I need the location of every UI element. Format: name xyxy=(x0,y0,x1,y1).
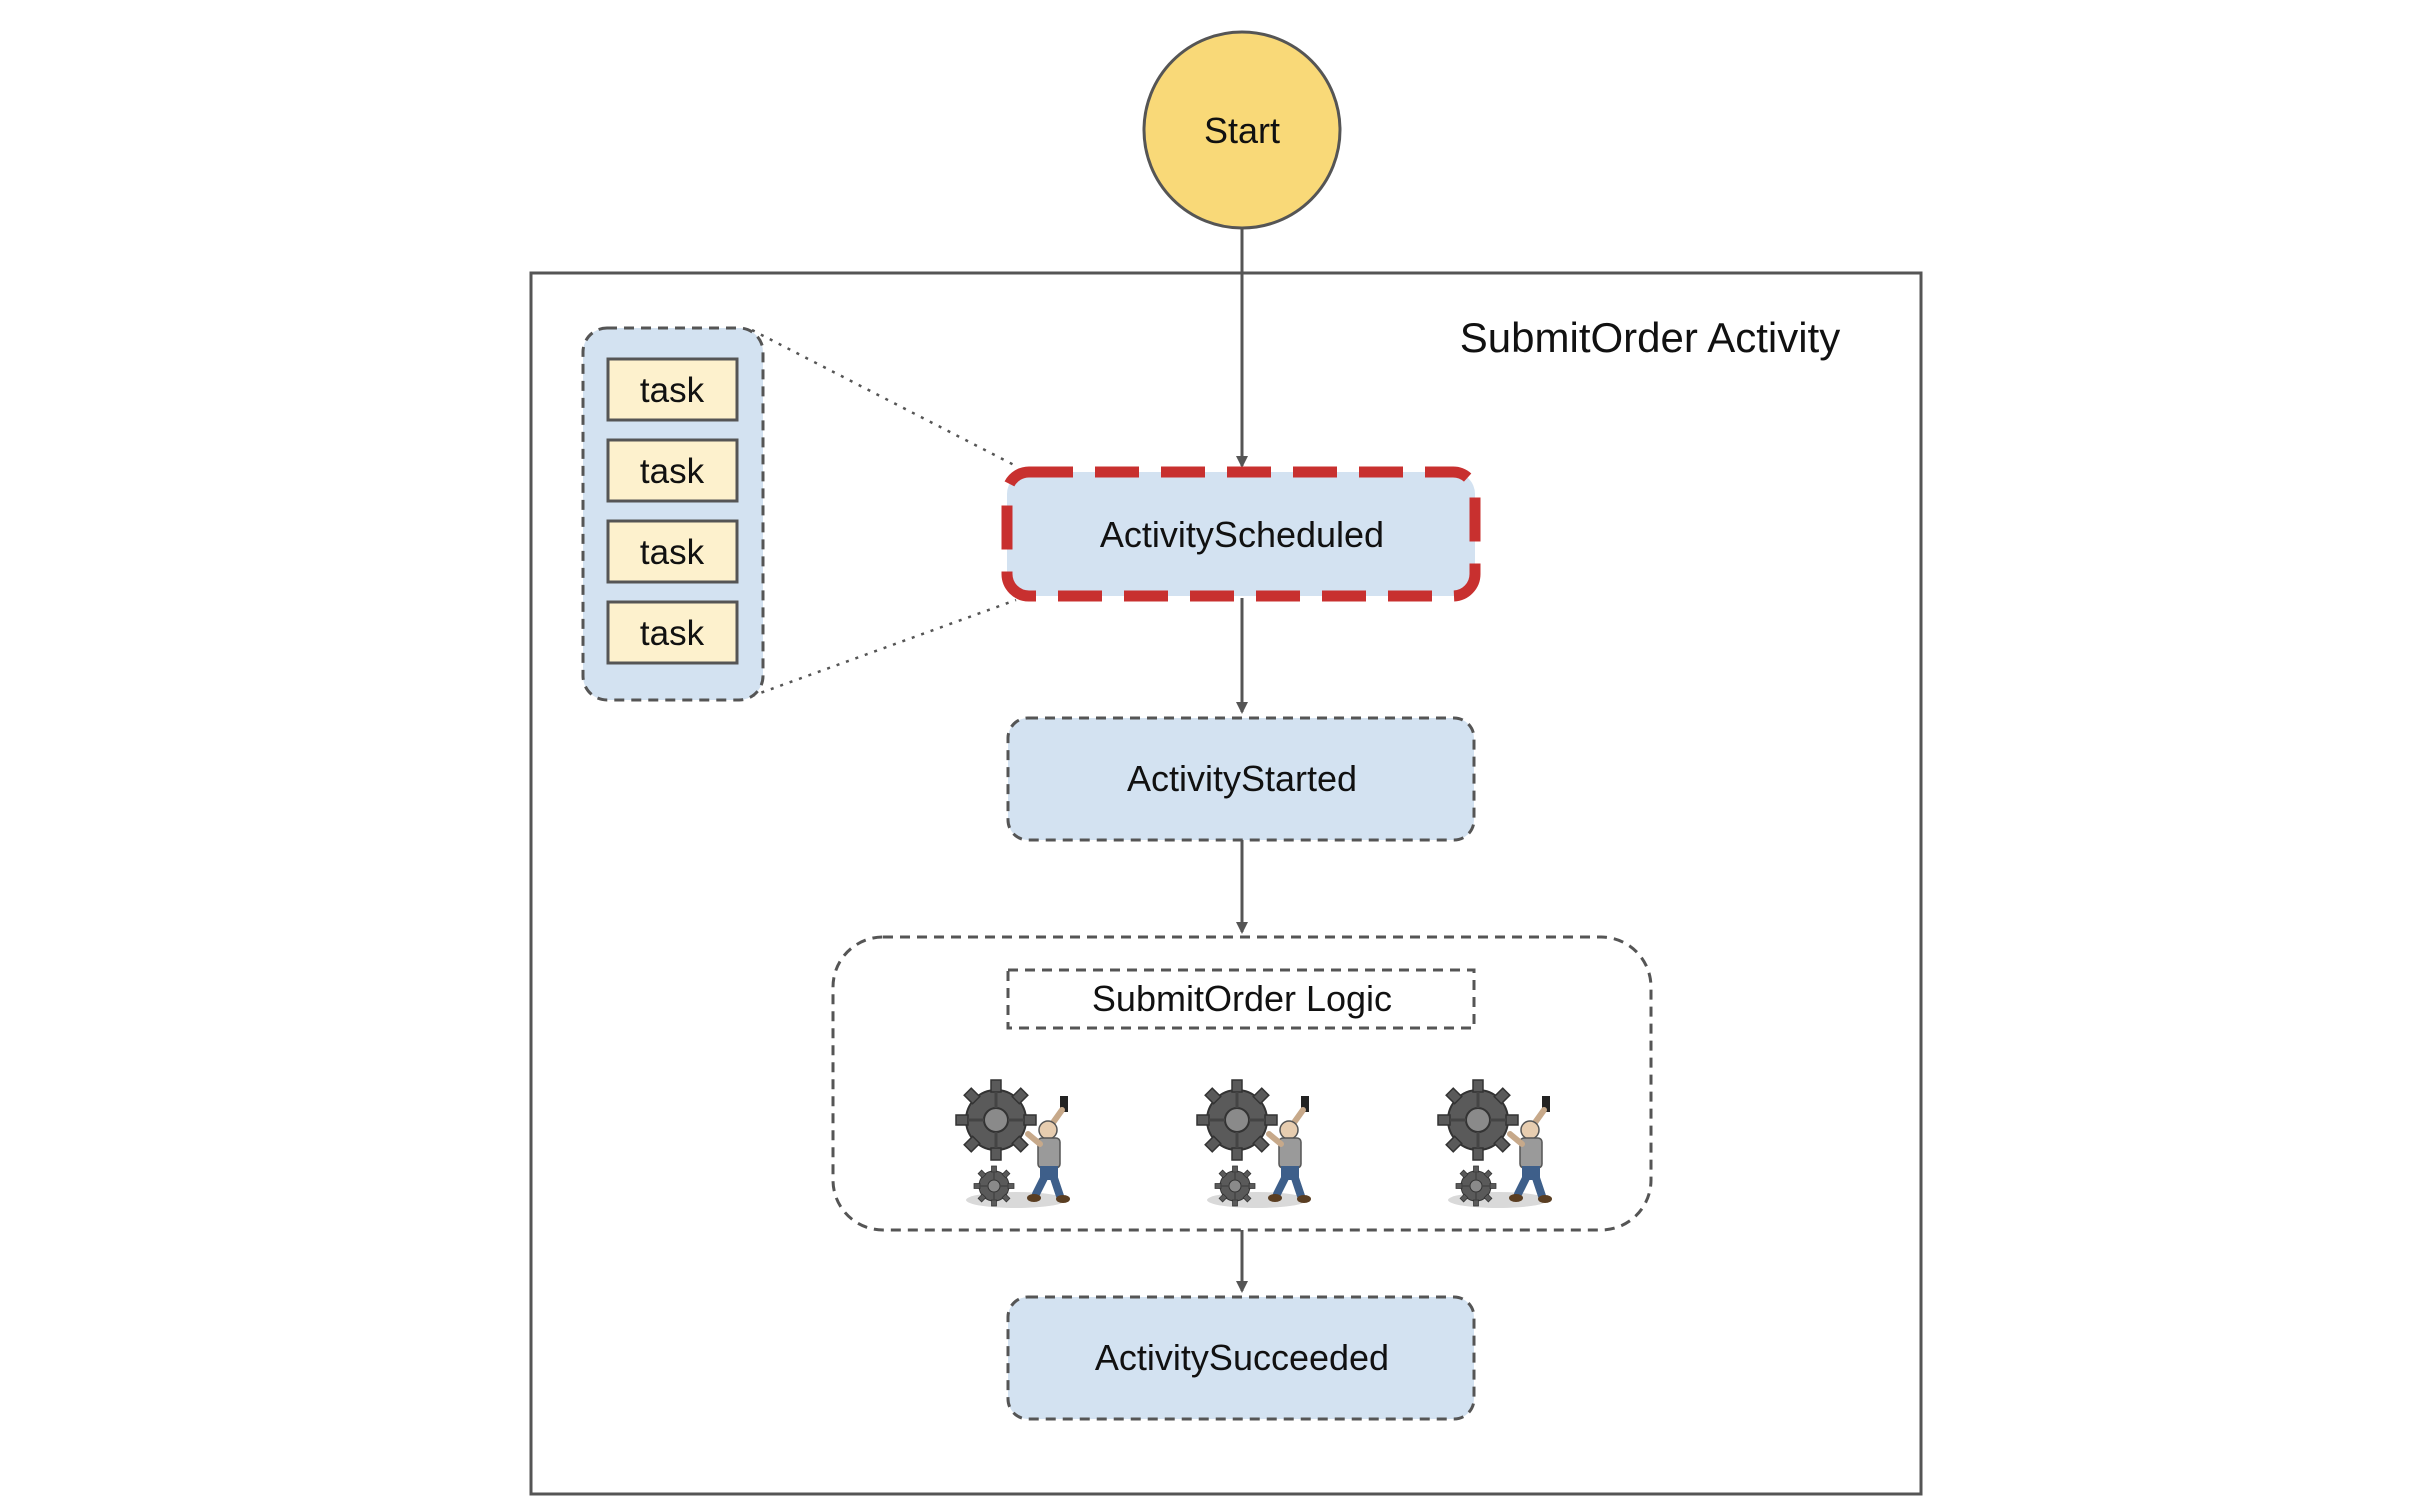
activity-scheduled-label: ActivityScheduled xyxy=(1100,514,1384,555)
task-label: task xyxy=(640,452,705,491)
activity-started-label: ActivityStarted xyxy=(1127,758,1357,799)
start-label: Start xyxy=(1204,110,1280,151)
activity-started-node xyxy=(1006,716,1476,842)
task-item xyxy=(606,357,739,422)
submitorder-logic-label: SubmitOrder Logic xyxy=(1092,978,1392,1019)
activity-scheduled-node xyxy=(1001,466,1481,602)
activity-succeeded-label: ActivitySucceeded xyxy=(1095,1337,1389,1378)
zoom-line-bottom xyxy=(751,598,1017,698)
task-item xyxy=(606,438,739,503)
start-node xyxy=(1142,30,1342,230)
task-label: task xyxy=(640,614,705,653)
task-list: task task task task xyxy=(606,357,739,665)
activity-succeeded-node xyxy=(1006,1295,1476,1421)
task-item xyxy=(606,519,739,584)
task-label: task xyxy=(640,371,705,410)
task-item xyxy=(606,600,739,665)
task-label: task xyxy=(640,533,705,572)
submitorder-logic-label-box xyxy=(1006,968,1476,1030)
activity-frame-title: SubmitOrder Activity xyxy=(1460,314,1840,361)
